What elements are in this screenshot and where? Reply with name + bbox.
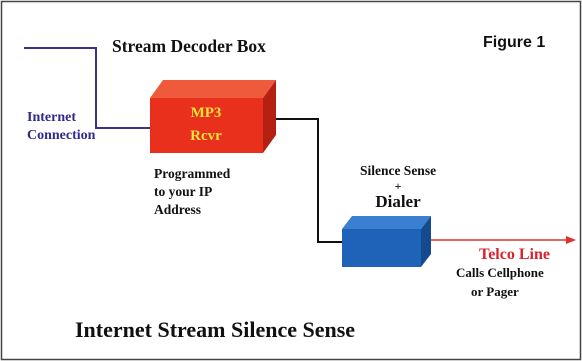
plus-sign: + — [395, 179, 402, 193]
calls-cellphone-label: Calls Cellphone — [456, 265, 544, 280]
internet-label: Internet — [27, 110, 76, 125]
dialer-box-top-face — [342, 216, 431, 229]
connection-label: Connection — [27, 128, 96, 143]
dialer-label: Dialer — [375, 192, 421, 211]
mp3-box-side-face — [263, 80, 276, 153]
programmed-line-1: Programmed — [154, 166, 231, 181]
dialer-box-side-face — [421, 216, 431, 267]
mp3-label: MP3 — [191, 105, 222, 121]
decoder-to-dialer-connector — [276, 118, 342, 243]
figure-label: Figure 1 — [483, 34, 545, 51]
mp3-receiver-box: MP3 Rcvr — [150, 80, 276, 153]
telco-line-label: Telco Line — [479, 246, 550, 263]
silence-sense-label: Silence Sense — [360, 163, 436, 178]
programmed-line-2: to your IP — [154, 184, 212, 199]
internet-connection-line — [24, 47, 150, 129]
mp3-box-top-face — [150, 80, 276, 98]
decoder-box-title: Stream Decoder Box — [112, 36, 266, 56]
silence-sense-dialer-box — [342, 216, 431, 267]
dialer-box-front-face — [342, 229, 421, 267]
telco-arrow-icon — [566, 236, 576, 244]
or-pager-label: or Pager — [471, 284, 519, 299]
programmed-line-3: Address — [154, 202, 201, 217]
rcvr-label: Rcvr — [190, 128, 222, 144]
figure-bottom-title: Internet Stream Silence Sense — [75, 317, 355, 342]
mp3-box-front-face — [150, 98, 263, 153]
